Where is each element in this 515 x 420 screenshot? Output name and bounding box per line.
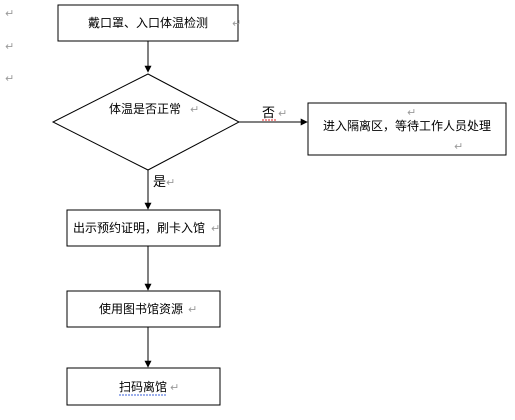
- paragraph-mark: ↵: [232, 17, 241, 30]
- node-use-library-label: 使用图书馆资源: [99, 301, 183, 316]
- paragraph-mark: ↵: [407, 106, 416, 119]
- paragraph-mark: ↵: [211, 222, 220, 235]
- node-start: 戴口罩、入口体温检测 ↵: [57, 4, 241, 42]
- paragraph-mark: ↵: [190, 103, 199, 116]
- node-start-label: 戴口罩、入口体温检测: [88, 15, 208, 30]
- paragraph-mark: ↵: [5, 7, 14, 20]
- node-use-library: 使用图书馆资源 ↵: [66, 290, 221, 328]
- node-scan-exit-label: 扫码离馆: [119, 379, 167, 394]
- node-scan-exit: 扫码离馆 ↵: [66, 367, 221, 406]
- paragraph-mark: ↵: [166, 176, 175, 189]
- node-show-proof-label: 出示预约证明，刷卡入馆: [73, 220, 205, 235]
- paragraph-mark: ↵: [188, 303, 197, 316]
- paragraph-mark: ↵: [454, 140, 463, 153]
- edge-yes-label: 是: [153, 175, 166, 190]
- node-decision: 体温是否正常 ↵: [51, 73, 241, 171]
- paragraph-mark: ↵: [278, 107, 287, 120]
- node-decision-label: 体温是否正常: [109, 102, 181, 116]
- node-isolate-label: 进入隔离区，等待工作人员处理: [323, 118, 491, 133]
- paragraph-mark: ↵: [170, 381, 179, 394]
- paragraph-mark: ↵: [5, 40, 14, 53]
- node-isolate: ↵ 进入隔离区，等待工作人员处理 ↵: [307, 102, 507, 156]
- edge-no-label: 否: [262, 106, 275, 121]
- paragraph-mark: ↵: [5, 72, 14, 85]
- node-show-proof: 出示预约证明，刷卡入馆 ↵: [66, 209, 221, 247]
